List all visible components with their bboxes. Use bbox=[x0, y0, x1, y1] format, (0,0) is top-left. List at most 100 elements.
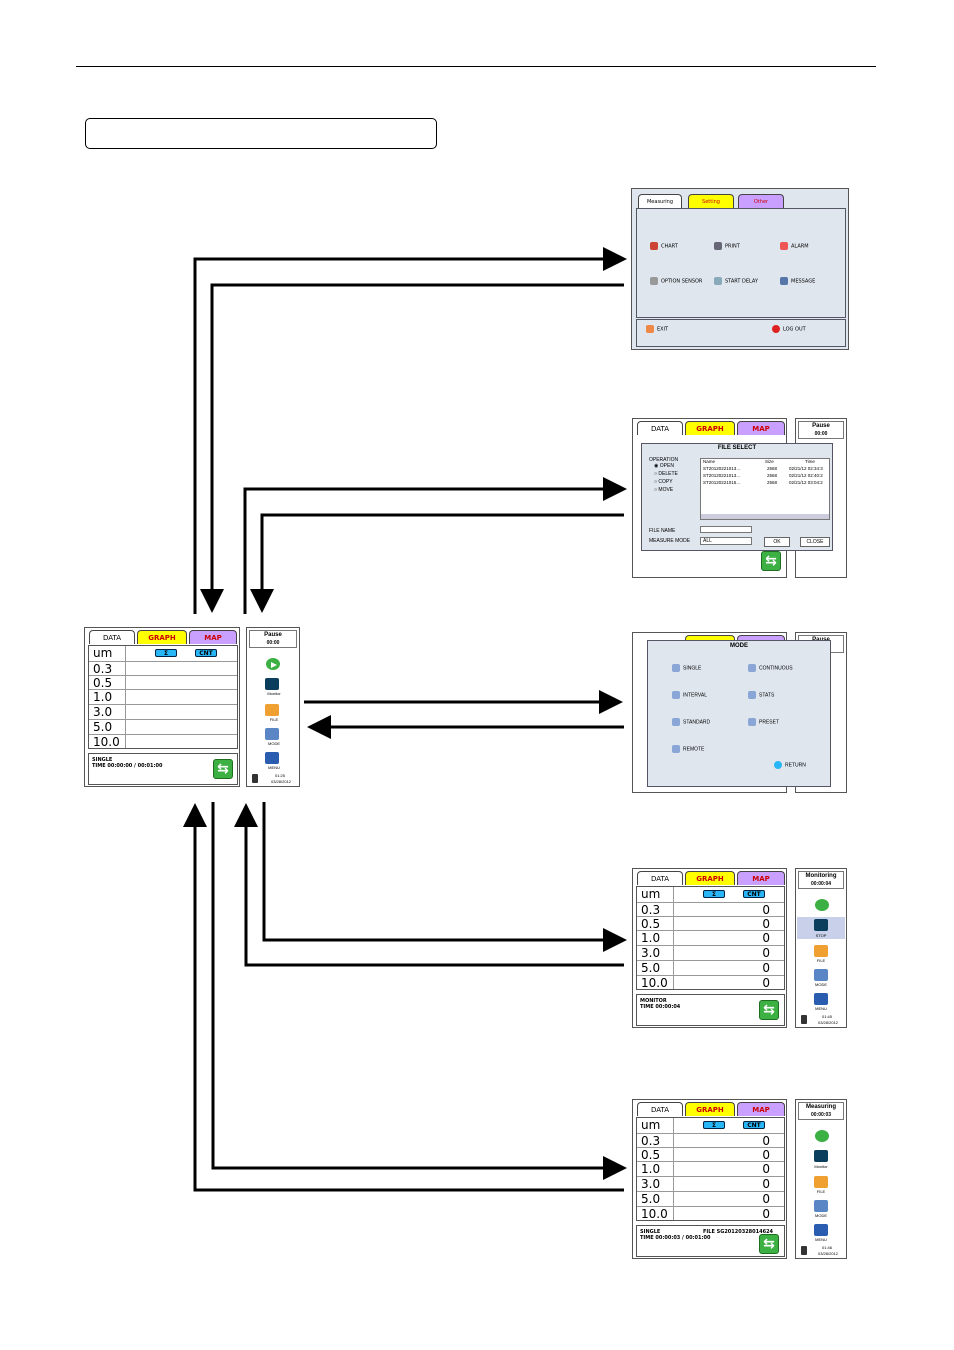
monitor-icon[interactable] bbox=[265, 678, 279, 690]
tab-setting[interactable]: Setting bbox=[688, 194, 734, 208]
tab-other[interactable]: Other bbox=[738, 194, 784, 208]
alarm-item[interactable]: ALARM bbox=[780, 242, 809, 251]
usb-icon bbox=[252, 774, 258, 783]
clock-icon bbox=[714, 277, 722, 285]
mode-preset[interactable]: PRESET bbox=[748, 718, 779, 726]
mode-dialog: MODE SINGLE CONTINUOUS INTERVAL STATS ST… bbox=[647, 640, 831, 787]
radio-open[interactable]: ◉ OPEN bbox=[654, 463, 674, 469]
pause-icon[interactable] bbox=[815, 1130, 829, 1142]
arrow-to-file bbox=[243, 477, 627, 614]
exit-icon bbox=[646, 325, 654, 333]
mode-text: MONITOR bbox=[640, 998, 667, 1004]
count-value: 0 bbox=[762, 1148, 770, 1162]
measure-mode-select[interactable]: ALL bbox=[700, 537, 752, 545]
print-item[interactable]: PRINT bbox=[714, 242, 740, 251]
start-delay-item[interactable]: START DELAY bbox=[714, 277, 758, 286]
mode-stats[interactable]: STATS bbox=[748, 691, 774, 699]
unit-label: um bbox=[641, 1118, 661, 1132]
mode-standard[interactable]: STANDARD bbox=[672, 718, 710, 726]
status-box: Pause 00:00 bbox=[798, 421, 844, 439]
switch-arrow-button[interactable]: ⇆ bbox=[213, 759, 233, 779]
date-text: 03/28/2012 bbox=[818, 1251, 839, 1256]
tab-graph[interactable]: GRAPH bbox=[685, 421, 735, 435]
sum-button[interactable]: Σ bbox=[703, 1121, 725, 1129]
time-text: TIME 00:00:04 bbox=[640, 1004, 681, 1010]
radio-delete[interactable]: ○ DELETE bbox=[654, 471, 678, 477]
cnt-button[interactable]: CNT bbox=[743, 890, 765, 898]
logout-button[interactable]: LOG OUT bbox=[772, 325, 806, 334]
mode-single[interactable]: SINGLE bbox=[672, 664, 701, 672]
chart-item[interactable]: CHART bbox=[650, 242, 678, 251]
menu-icon[interactable] bbox=[814, 1224, 828, 1236]
chart-icon bbox=[650, 242, 658, 250]
tab-map[interactable]: MAP bbox=[737, 421, 785, 435]
switch-arrow-button[interactable]: ⇆ bbox=[759, 1000, 779, 1020]
measuring-side-panel: Measuring 00:00:03 Monitor FILE MODE MEN… bbox=[795, 1099, 847, 1259]
mode-icon[interactable] bbox=[814, 969, 828, 981]
mode-continuous[interactable]: CONTINUOUS bbox=[748, 664, 793, 672]
radio-move[interactable]: ○ MOVE bbox=[654, 487, 674, 493]
mode-icon bbox=[672, 664, 680, 672]
exit-button[interactable]: EXIT bbox=[646, 325, 668, 334]
size-row-label: 0.5 bbox=[93, 676, 113, 690]
monitor-side-panel: Monitoring 00:00:04 STOP FILE MODE MENU … bbox=[795, 868, 847, 1028]
mode-interval[interactable]: INTERVAL bbox=[672, 691, 707, 699]
mode-remote[interactable]: REMOTE bbox=[672, 745, 704, 753]
folder-icon[interactable] bbox=[265, 704, 279, 716]
file-label: FILE bbox=[269, 717, 279, 722]
measure-mode-label: MEASURE MODE bbox=[649, 538, 691, 544]
switch-arrow-button[interactable]: ⇆ bbox=[759, 1234, 779, 1254]
size-row-label: 1.0 bbox=[641, 931, 661, 945]
tab-graph[interactable]: GRAPH bbox=[685, 1102, 735, 1116]
option-sensor-item[interactable]: OPTION SENSOR bbox=[650, 277, 702, 286]
horizontal-scrollbar[interactable] bbox=[701, 514, 829, 519]
mode-icon[interactable] bbox=[814, 1200, 828, 1212]
tab-graph[interactable]: GRAPH bbox=[137, 630, 187, 644]
sensor-icon bbox=[650, 277, 658, 285]
play-icon[interactable] bbox=[266, 658, 280, 670]
folder-icon[interactable] bbox=[814, 945, 828, 957]
tab-data[interactable]: DATA bbox=[89, 630, 135, 644]
tab-map[interactable]: MAP bbox=[737, 871, 785, 885]
switch-arrow-button[interactable]: ⇆ bbox=[761, 551, 781, 571]
tab-graph[interactable]: GRAPH bbox=[685, 871, 735, 885]
message-item[interactable]: MESSAGE bbox=[780, 277, 815, 286]
menu-label: MENU bbox=[815, 1237, 827, 1242]
count-value: 0 bbox=[762, 1134, 770, 1148]
play-icon[interactable] bbox=[815, 899, 829, 911]
file-name-input[interactable] bbox=[700, 526, 752, 533]
size-row-label: 0.5 bbox=[641, 917, 661, 931]
size-row-label: 10.0 bbox=[641, 976, 668, 990]
menu-label: MENU bbox=[815, 1006, 827, 1011]
tab-measuring[interactable]: Measuring bbox=[638, 194, 682, 208]
stop-label: STOP bbox=[815, 933, 827, 938]
arrow-from-file bbox=[250, 513, 624, 613]
date-text: 03/28/2012 bbox=[271, 779, 292, 784]
monitor-icon[interactable] bbox=[814, 919, 828, 931]
radio-copy[interactable]: ○ COPY bbox=[654, 479, 673, 485]
tab-data[interactable]: DATA bbox=[637, 871, 683, 885]
tab-data[interactable]: DATA bbox=[637, 421, 683, 435]
sum-button[interactable]: Σ bbox=[703, 890, 725, 898]
tab-map[interactable]: MAP bbox=[737, 1102, 785, 1116]
folder-icon[interactable] bbox=[814, 1176, 828, 1188]
arrow-from-measuring bbox=[183, 803, 624, 1192]
tab-data[interactable]: DATA bbox=[637, 1102, 683, 1116]
status-time: 00:00:03 bbox=[810, 1112, 831, 1118]
clock-text: 01:25 bbox=[275, 773, 286, 778]
mode-icon[interactable] bbox=[265, 728, 279, 740]
monitor-icon[interactable] bbox=[814, 1150, 828, 1162]
cnt-button[interactable]: CNT bbox=[195, 649, 217, 657]
operation-label: OPERATION bbox=[649, 457, 679, 463]
ok-button[interactable]: OK bbox=[764, 537, 790, 547]
close-button[interactable]: CLOSE bbox=[800, 537, 830, 547]
sum-button[interactable]: Σ bbox=[155, 649, 177, 657]
menu-icon[interactable] bbox=[814, 993, 828, 1005]
usb-icon bbox=[801, 1246, 807, 1255]
return-button[interactable]: RETURN bbox=[774, 761, 806, 769]
status-footer: SINGLE FILE SG20120328014624 TIME 00:00:… bbox=[636, 1225, 785, 1257]
tab-map[interactable]: MAP bbox=[189, 630, 237, 644]
cnt-button[interactable]: CNT bbox=[743, 1121, 765, 1129]
menu-icon[interactable] bbox=[265, 752, 279, 764]
